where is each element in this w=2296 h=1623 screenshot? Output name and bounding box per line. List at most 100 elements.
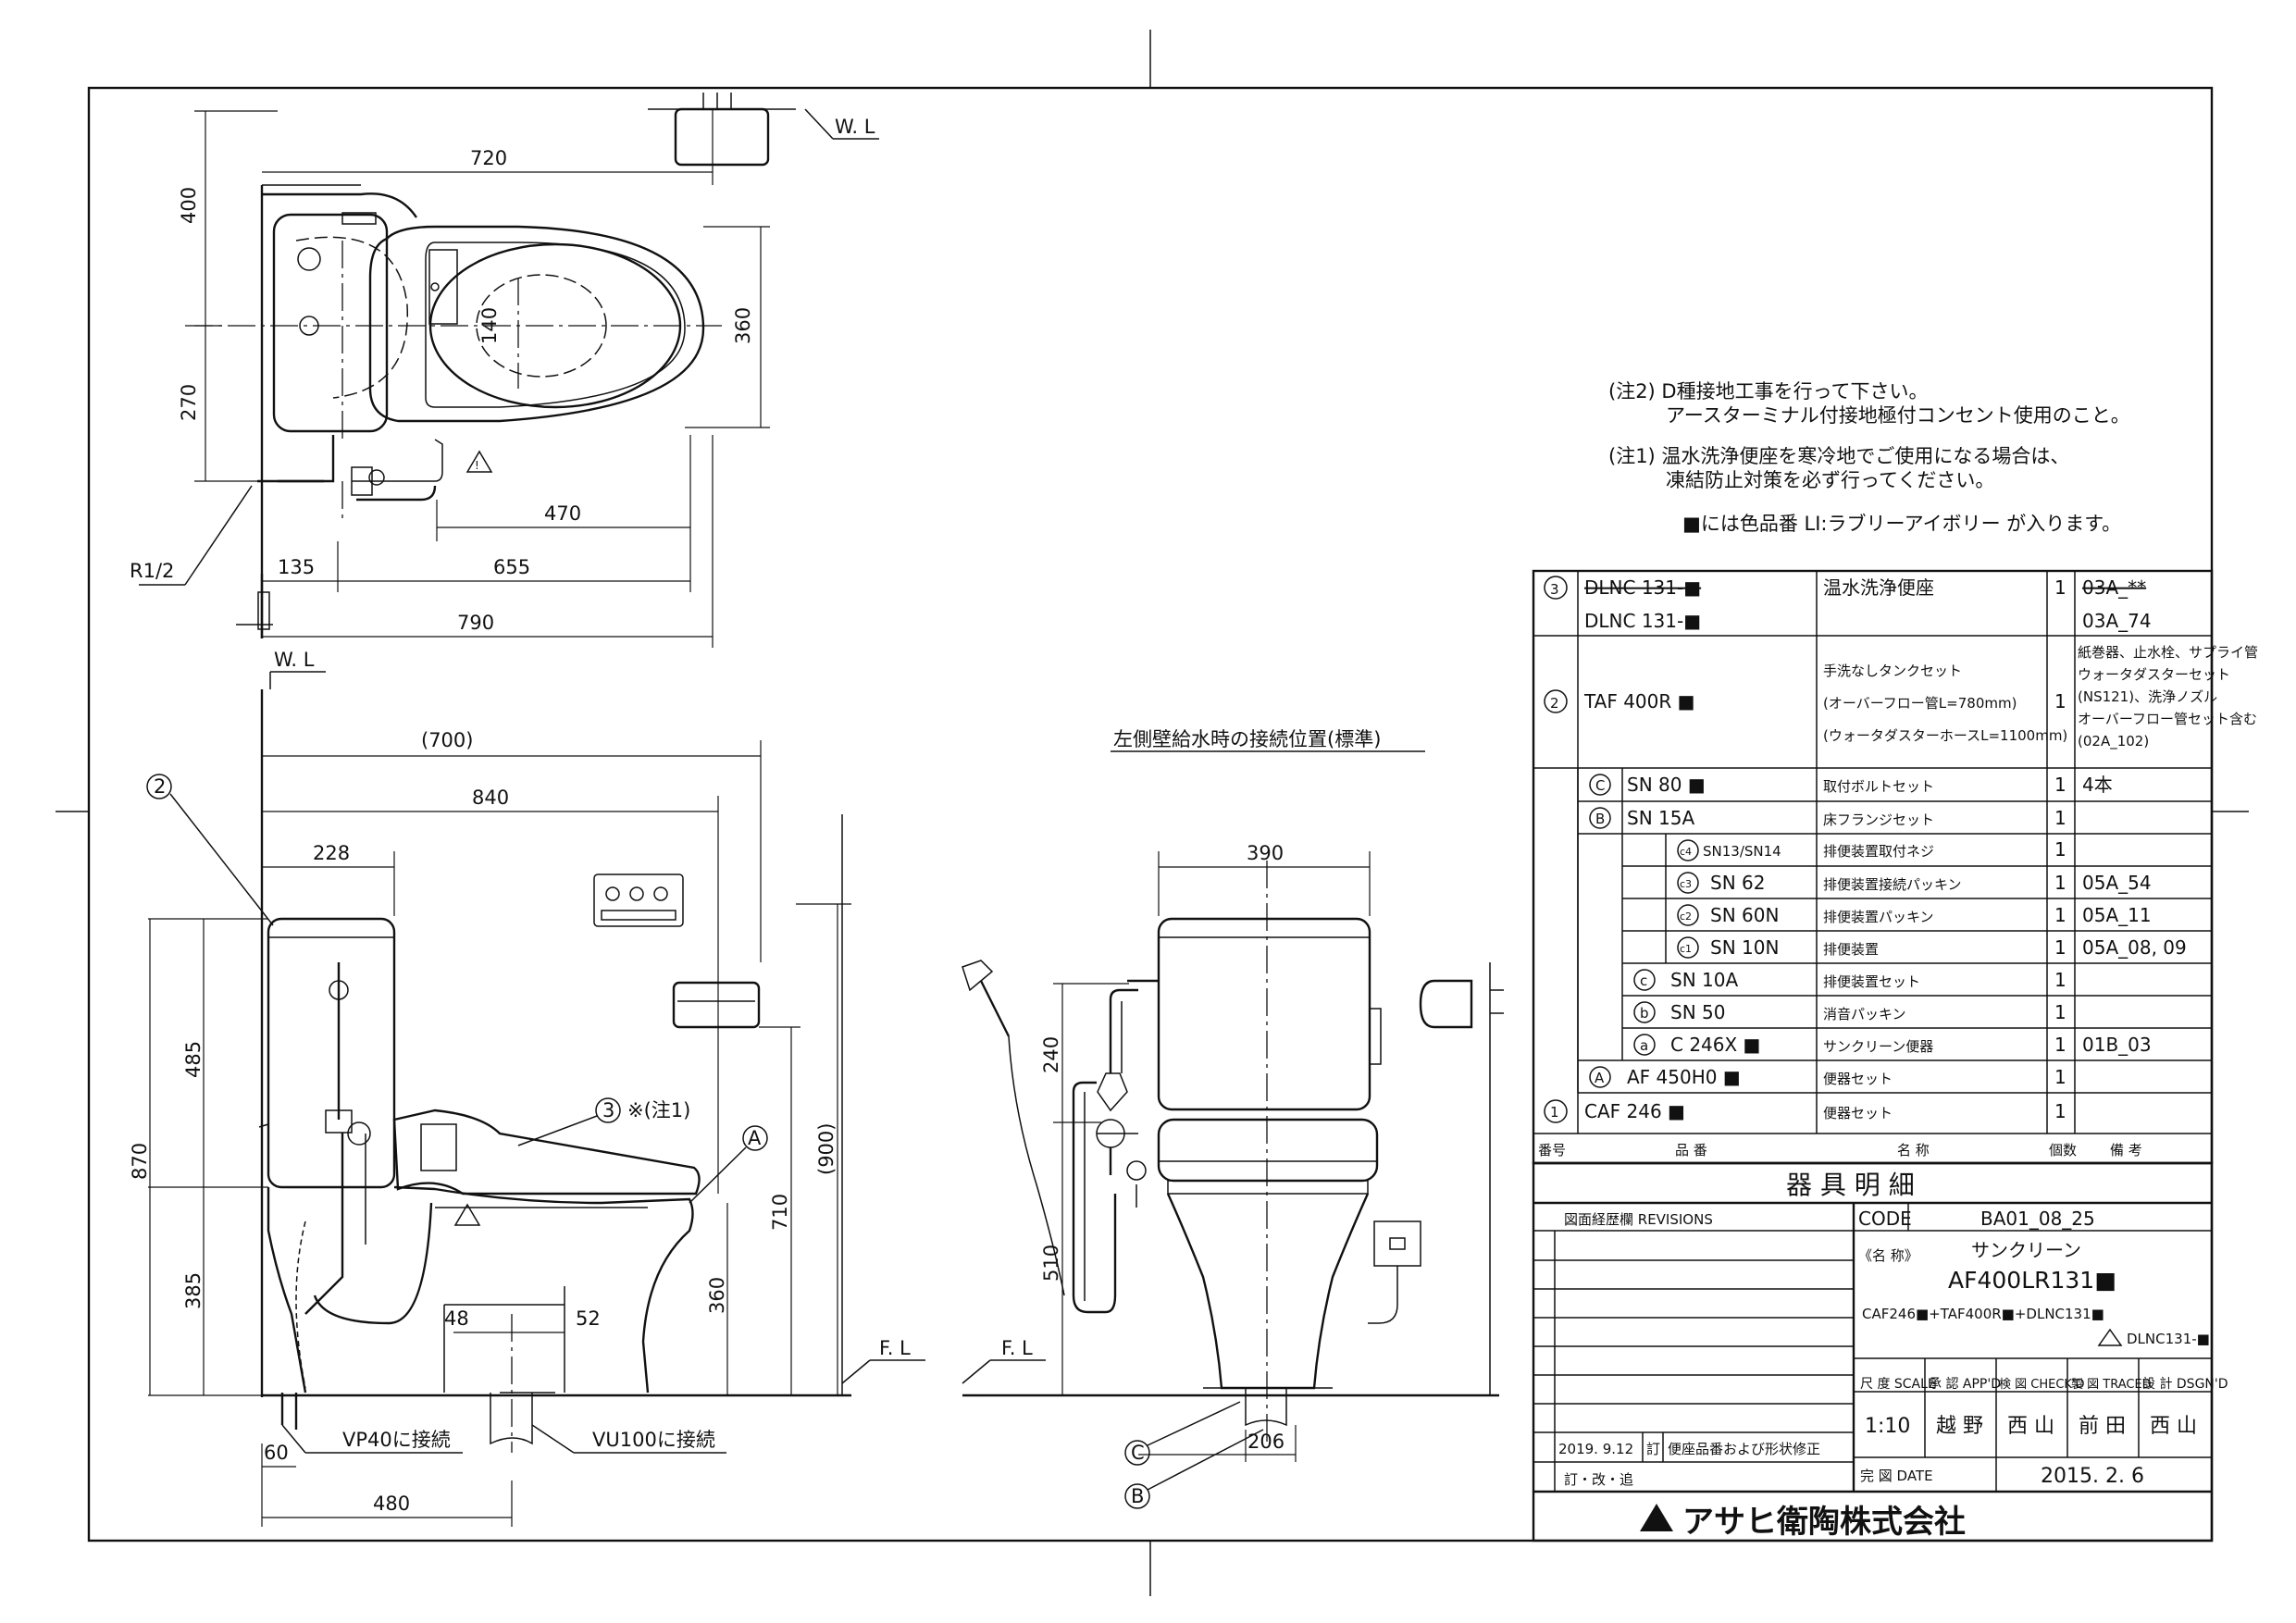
code-label: CODE bbox=[1858, 1208, 1912, 1230]
dim-700: (700) bbox=[421, 729, 473, 751]
dsgn-value: 西 山 bbox=[2150, 1415, 2197, 1438]
traced-value: 前 田 bbox=[2079, 1415, 2126, 1438]
company-name: アサヒ衛陶株式会社 bbox=[1682, 1504, 1966, 1541]
dim-228: 228 bbox=[313, 842, 350, 864]
hdr-code: 品 番 bbox=[1675, 1142, 1707, 1158]
rowB-name: 床フランジセット bbox=[1823, 812, 1934, 828]
check-label: 検 図 CHECK'D bbox=[1999, 1378, 2085, 1392]
rowc-no: c bbox=[1640, 973, 1647, 989]
callout-2: 2 bbox=[154, 775, 166, 798]
app-value: 越 野 bbox=[1936, 1415, 1983, 1438]
rowc4-no: c4 bbox=[1680, 846, 1692, 858]
rowb-qty: 1 bbox=[2054, 1001, 2066, 1023]
dim-360-side: 360 bbox=[706, 1277, 728, 1314]
note1-line2: 凍結防止対策を必ず行ってください。 bbox=[1666, 469, 1994, 491]
dim-840: 840 bbox=[472, 787, 509, 809]
vp40-label: VP40に接続 bbox=[342, 1429, 451, 1451]
rowc3-qty: 1 bbox=[2054, 872, 2066, 894]
rowc4-name: 排便装置取付ネジ bbox=[1823, 843, 1934, 860]
revisions-label: 図面経歴欄 REVISIONS bbox=[1564, 1211, 1713, 1228]
row2-qty: 1 bbox=[2054, 690, 2066, 712]
rowc1-remark: 05A_08, 09 bbox=[2082, 936, 2187, 959]
row3-code: DLNC 131-■ bbox=[1584, 610, 1701, 632]
vu100-label: VU100に接続 bbox=[592, 1429, 715, 1451]
top-view: W. L ! bbox=[130, 93, 879, 648]
hdr-name: 名 称 bbox=[1897, 1142, 1930, 1158]
dim-140: 140 bbox=[478, 307, 501, 344]
rowc2-no: c2 bbox=[1680, 911, 1692, 923]
rowc-qty: 1 bbox=[2054, 969, 2066, 991]
rowa-code: C 246X ■ bbox=[1670, 1034, 1760, 1056]
model-line2: CAF246■+TAF400R■+DLNC131■ bbox=[1862, 1306, 2104, 1322]
check-value: 西 山 bbox=[2007, 1415, 2054, 1438]
name-label: 《名 称》 bbox=[1858, 1247, 1918, 1264]
dim-52: 52 bbox=[576, 1307, 601, 1330]
callout-3: 3 bbox=[602, 1099, 614, 1121]
dim-510: 510 bbox=[1040, 1245, 1062, 1282]
rowC-qty: 1 bbox=[2054, 774, 2066, 796]
row2-remark-3: (NS121)、洗浄ノズル bbox=[2078, 688, 2217, 705]
rowC-remark: 4本 bbox=[2082, 774, 2113, 796]
rowa-name: サンクリーン便器 bbox=[1823, 1038, 1933, 1055]
row1-no: 1 bbox=[1550, 1104, 1559, 1121]
dim-270: 270 bbox=[178, 384, 200, 421]
row1-code: CAF 246 ■ bbox=[1584, 1100, 1685, 1122]
model-value: AF400LR131■ bbox=[1948, 1267, 2116, 1294]
side-fl-label: F. L bbox=[879, 1337, 911, 1359]
model-line3: DLNC131-■ bbox=[2127, 1331, 2210, 1347]
row1-name: 便器セット bbox=[1823, 1105, 1893, 1121]
row3-remark-old: 03A_** bbox=[2082, 576, 2146, 599]
row2-name-2: (オーバーフロー管L=780mm) bbox=[1823, 695, 2017, 712]
rowA-qty: 1 bbox=[2054, 1066, 2066, 1088]
rev-footer: 訂・改・追 bbox=[1564, 1471, 1633, 1488]
rowc2-qty: 1 bbox=[2054, 904, 2066, 926]
row2-remark-4: オーバーフロー管セット含む bbox=[2078, 711, 2257, 727]
dim-240: 240 bbox=[1040, 1036, 1062, 1073]
dim-60: 60 bbox=[264, 1442, 289, 1464]
rowc2-name: 排便装置パッキン bbox=[1823, 909, 1934, 925]
title-block: 器 具 明 細 図面経歴欄 REVISIONS 2019. 9.12 訂 便座品… bbox=[1532, 1161, 2228, 1542]
rowb-name: 消音パッキン bbox=[1823, 1006, 1906, 1022]
row3-code-old: DLNC 131-■ bbox=[1584, 576, 1701, 599]
dim-655: 655 bbox=[493, 556, 530, 578]
row3-name: 温水洗浄便座 bbox=[1823, 576, 1934, 599]
callout-c: C bbox=[1131, 1442, 1145, 1464]
svg-text:!: ! bbox=[475, 459, 479, 472]
r12-label: R1/2 bbox=[130, 560, 174, 582]
rowa-no: a bbox=[1640, 1037, 1648, 1054]
rowc4-code: SN13/SN14 bbox=[1703, 843, 1781, 860]
rowc2-remark: 05A_11 bbox=[2082, 904, 2152, 926]
color-note: ■には色品番 LI:ラブリーアイボリー が入ります。 bbox=[1682, 513, 2121, 535]
row1-qty: 1 bbox=[2054, 1100, 2066, 1122]
rowa-remark: 01B_03 bbox=[2082, 1034, 2152, 1056]
callout-b: B bbox=[1131, 1485, 1144, 1507]
hdr-remark: 備 考 bbox=[2110, 1142, 2142, 1158]
dim-206: 206 bbox=[1247, 1431, 1285, 1453]
dim-720: 720 bbox=[470, 147, 507, 169]
traced-label: 製 図 TRACED bbox=[2071, 1378, 2152, 1392]
app-label: 承 認 APP'D bbox=[1929, 1377, 2001, 1392]
rowC-no: C bbox=[1595, 777, 1605, 794]
rowb-code: SN 50 bbox=[1670, 1001, 1725, 1023]
rowc3-name: 排便装置接続パッキン bbox=[1823, 876, 1962, 893]
row2-remark-5: (02A_102) bbox=[2078, 733, 2149, 750]
rowc1-no: c1 bbox=[1680, 943, 1692, 955]
rev1-date: 2019. 9.12 bbox=[1558, 1441, 1633, 1457]
dim-360: 360 bbox=[732, 307, 754, 344]
rev1-mark: 訂 bbox=[1646, 1441, 1660, 1457]
note2-line2: アースターミナル付接地極付コンセント使用のこと。 bbox=[1666, 404, 2130, 427]
rowc1-name: 排便装置 bbox=[1823, 941, 1879, 958]
side-wl-label: W. L bbox=[274, 649, 315, 671]
rowA-no: A bbox=[1595, 1070, 1605, 1086]
code-value: BA01_08_25 bbox=[1980, 1208, 2095, 1230]
rowc1-code: SN 10N bbox=[1710, 936, 1779, 959]
rowB-qty: 1 bbox=[2054, 807, 2066, 829]
dsgn-label: 設 計 DSGN'D bbox=[2142, 1377, 2228, 1392]
rowa-qty: 1 bbox=[2054, 1034, 2066, 1056]
row3-qty: 1 bbox=[2054, 576, 2066, 599]
row2-name-1: 手洗なしタンクセット bbox=[1823, 663, 1962, 679]
row2-name-3: (ウォータダスターホースL=1100mm) bbox=[1823, 727, 2067, 744]
rev1-text: 便座品番および形状修正 bbox=[1668, 1441, 1820, 1457]
front-caption: 左側壁給水時の接続位置(標準) bbox=[1113, 728, 1381, 750]
rowb-no: b bbox=[1640, 1005, 1649, 1022]
